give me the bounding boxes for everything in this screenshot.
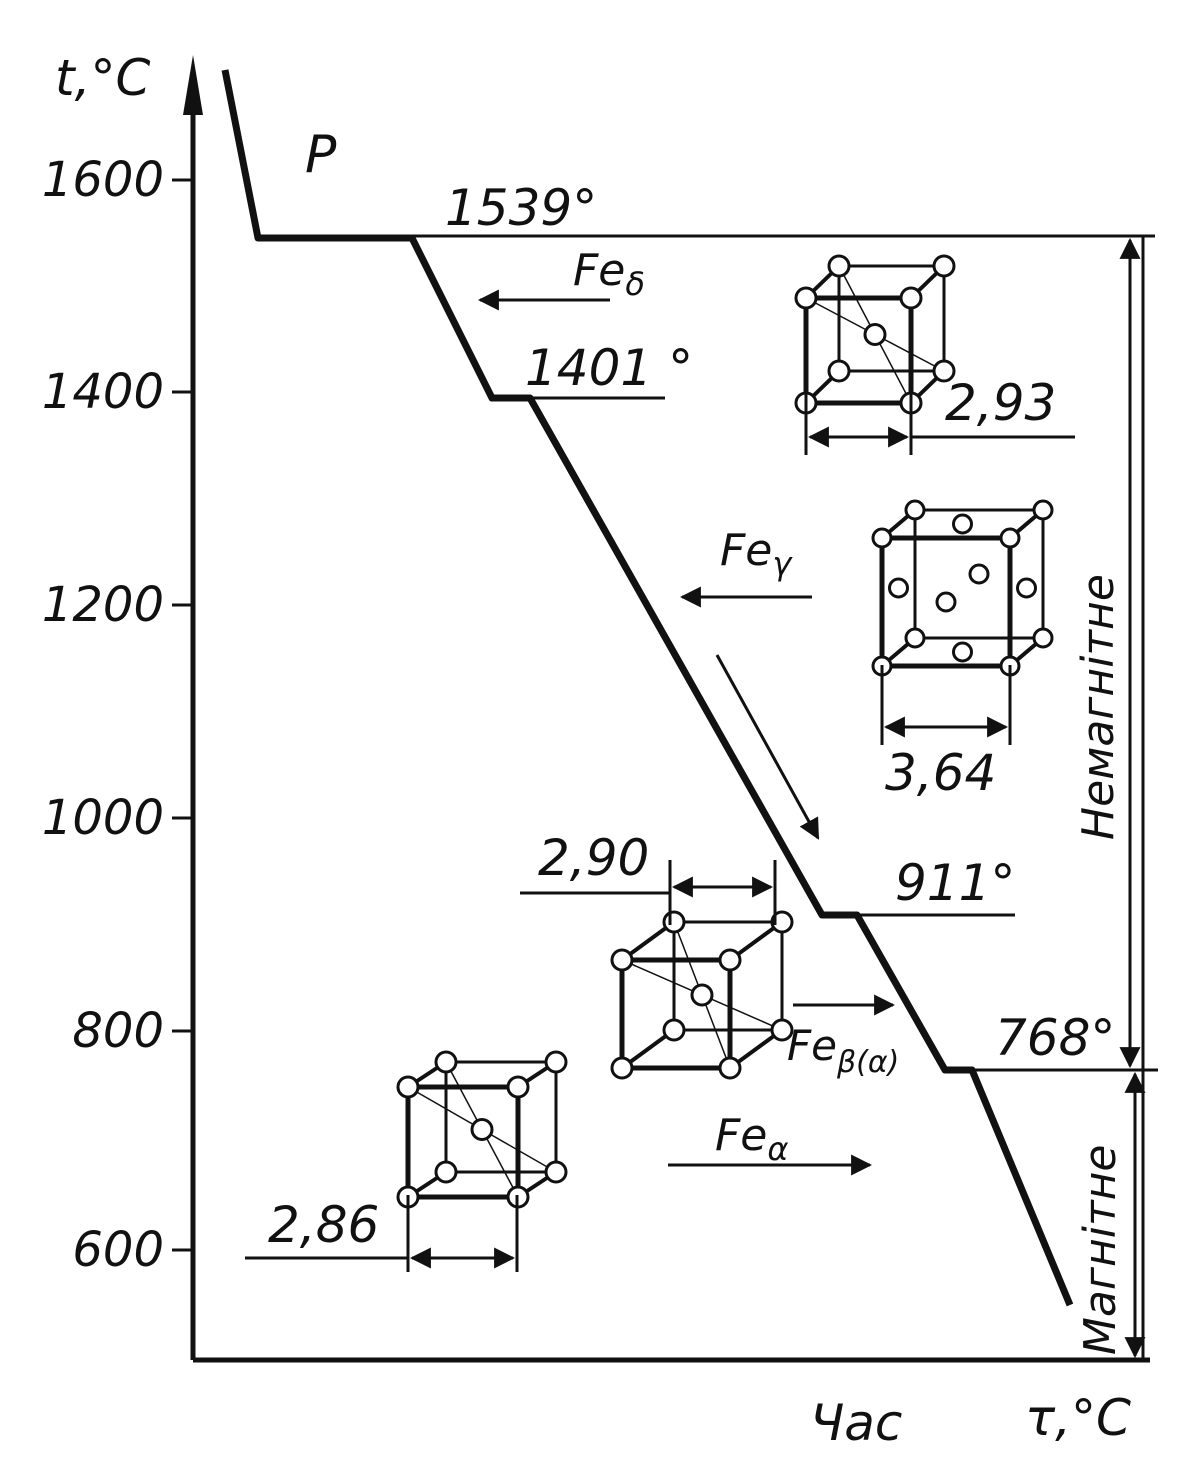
fe-beta-label: Feβ(α) — [787, 1021, 899, 1080]
cube-back-face — [444, 1060, 558, 1174]
corner-atom — [718, 948, 742, 972]
phase-arrows — [477, 289, 896, 1176]
magnetic-ranges — [1119, 237, 1146, 1359]
cube-front-face — [405, 1084, 521, 1200]
lattice-gamma-value: 3,64 — [885, 744, 996, 802]
lattice-dimensions — [245, 385, 1075, 1272]
y-tick-1200: 1200 — [42, 577, 164, 633]
temperature-768-label: 768° — [995, 1009, 1115, 1067]
lattice-delta-value: 2,93 — [945, 374, 1056, 432]
corner-atom — [999, 527, 1021, 549]
temperature-1539-label: 1539° — [445, 179, 597, 237]
corner-atom — [770, 1018, 794, 1042]
y-axis-arrow-icon — [183, 55, 203, 115]
corner-atom — [396, 1075, 420, 1099]
corner-atom — [610, 948, 634, 972]
face-center-atom — [935, 591, 957, 613]
corner-atom — [662, 1018, 686, 1042]
corner-atom — [1032, 499, 1054, 521]
y-tick-1000: 1000 — [42, 790, 164, 846]
corner-atom — [904, 499, 926, 521]
corner-atom — [871, 527, 893, 549]
corner-atom — [827, 254, 851, 278]
fe-delta-label: Feδ — [573, 245, 645, 303]
magnetic-label: Магнітне — [1075, 1144, 1126, 1355]
face-center-atom — [888, 577, 909, 599]
lattice-alpha-value: 2,86 — [268, 1196, 379, 1254]
face-center-atom — [1016, 577, 1037, 599]
x-right-axis-label: τ,°C — [1025, 1389, 1131, 1447]
corner-atom — [899, 286, 923, 310]
corner-atom — [1032, 627, 1054, 649]
temperature-1401-label: 1401 ° — [525, 339, 693, 397]
corner-atom — [662, 910, 686, 934]
axes: 1600 1400 1200 1000 800 600 t,°C Час τ,°… — [42, 49, 1150, 1452]
corner-atom — [434, 1160, 458, 1184]
corner-atom — [932, 359, 956, 383]
nonmagnetic-label: Немагнітне — [1073, 574, 1124, 840]
fcc-lattice-gamma-icon — [871, 499, 1054, 677]
fe-alpha-label: Feα — [715, 1110, 788, 1168]
y-tick-1400: 1400 — [42, 364, 164, 420]
corner-atom — [544, 1050, 568, 1074]
x-axis-label: Час — [810, 1394, 902, 1452]
corner-atom — [770, 910, 794, 934]
temperature-911-label: 911° — [895, 854, 1015, 912]
y-tick-1600: 1600 — [42, 152, 164, 208]
body-center-atom — [863, 323, 887, 346]
cooling-curve-line — [221, 69, 1074, 1307]
face-center-atom — [968, 563, 990, 585]
corner-atom — [544, 1160, 568, 1184]
bcc-lattice-delta-icon — [794, 254, 956, 415]
body-center-atom — [470, 1118, 494, 1141]
cooling-direction-arrow-icon — [715, 654, 820, 840]
cube-front-face — [619, 957, 733, 1071]
corner-atom — [932, 254, 956, 278]
y-tick-600: 600 — [72, 1222, 164, 1278]
face-center-atom — [952, 513, 973, 535]
bcc-lattice-beta-icon — [610, 910, 794, 1080]
corner-atom — [434, 1050, 458, 1074]
face-center-atom — [952, 641, 973, 663]
corner-atom — [610, 1056, 634, 1080]
lattice-beta-value: 2,90 — [538, 829, 649, 887]
corner-atom — [794, 286, 818, 310]
corner-atom — [506, 1075, 530, 1099]
corner-atom — [718, 1056, 742, 1080]
bcc-lattice-alpha-icon — [396, 1050, 568, 1209]
y-axis-label: t,°C — [55, 49, 150, 107]
temperature-guides — [412, 234, 1158, 1072]
corner-atom — [827, 359, 851, 383]
corner-atom — [904, 627, 926, 649]
liquid-phase-label: P — [305, 125, 337, 185]
y-tick-800: 800 — [72, 1003, 164, 1059]
fe-gamma-label: Feγ — [720, 525, 793, 583]
body-center-atom — [690, 983, 714, 1007]
